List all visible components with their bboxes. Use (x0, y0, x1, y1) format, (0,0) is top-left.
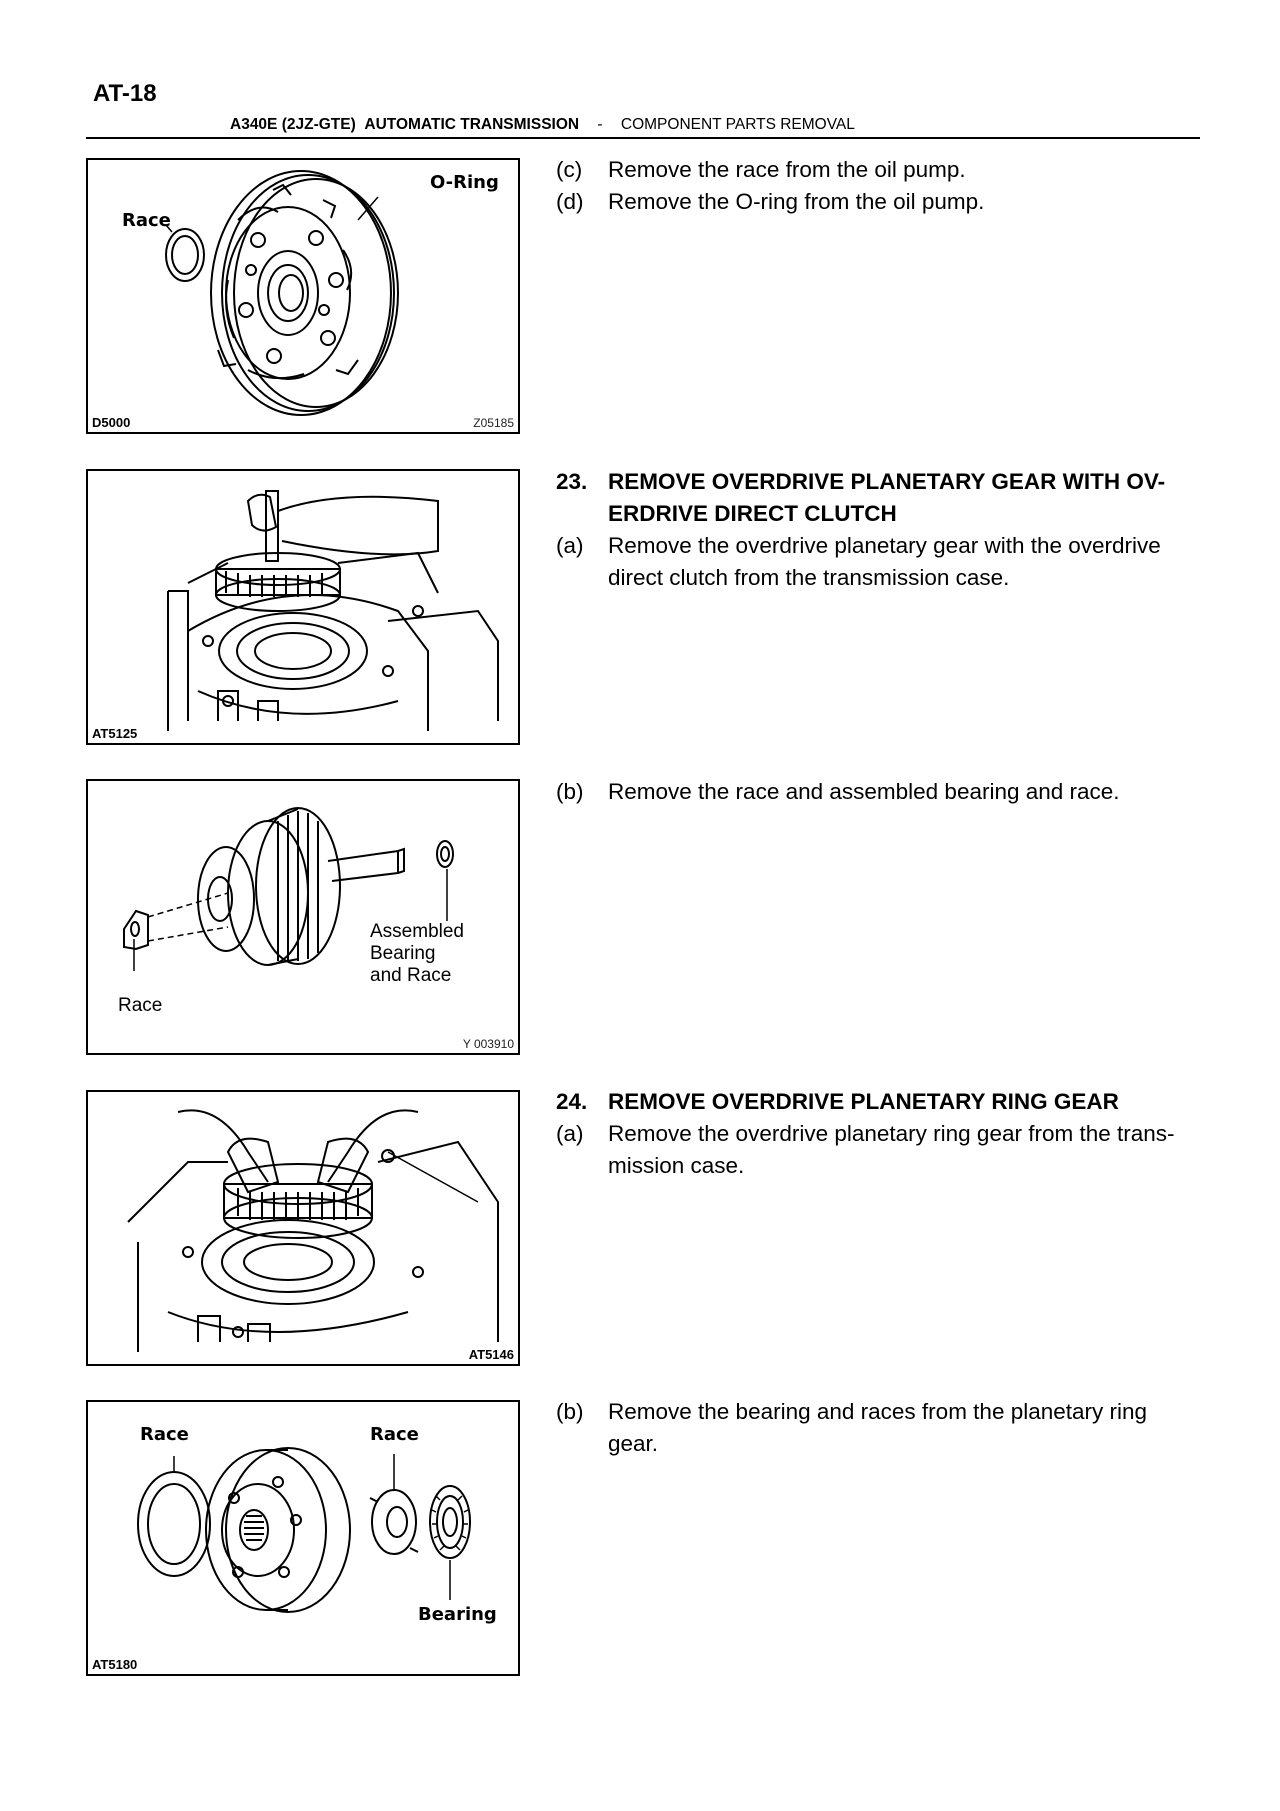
step-23a-line1: Remove the overdrive planetary gear with… (608, 533, 1161, 558)
step-23b-text: Remove the race and assembled bearing an… (608, 779, 1120, 804)
planetary-gear-removal-illustration (167, 490, 499, 731)
figure-code: AT5146 (468, 1347, 514, 1362)
step-23b-key: (b) (556, 779, 584, 804)
step-c-text: Remove the race from the oil pump. (608, 157, 966, 182)
figure-oil-pump: Race O-Ring D5000 Z05185 (86, 158, 520, 434)
steps-c-d: (c) Remove the race from the oil pump. (… (556, 154, 1204, 218)
header-section: COMPONENT PARTS REMOVAL (620, 116, 855, 133)
header-rule (86, 137, 1200, 139)
step-d: (d) Remove the O-ring from the oil pump. (556, 186, 1204, 218)
step-23-heading: 23. REMOVE OVERDRIVE PLANETARY GEAR WITH… (556, 466, 1204, 530)
figure-code-right: Z05185 (473, 416, 514, 430)
running-header: A340E (2JZ-GTE) AUTOMATIC TRANSMISSION -… (230, 116, 855, 134)
step-c: (c) Remove the race from the oil pump. (556, 154, 1204, 186)
step-24a-line2: mission case. (608, 1153, 745, 1178)
figure-ring-gear-bearing: Race Race Bearing AT5180 (86, 1400, 520, 1676)
figure-code-right: Y 003910 (462, 1037, 514, 1051)
ring-gear-bearing-illustration (137, 1447, 471, 1613)
step-23-title-line2: ERDRIVE DIRECT CLUTCH (608, 501, 897, 526)
step-24b-line2: gear. (608, 1431, 659, 1456)
label-race: Race (122, 210, 171, 231)
label-bearing: Bearing (418, 1604, 497, 1625)
step-d-key: (d) (556, 189, 584, 214)
step-24b-key: (b) (556, 1399, 584, 1424)
step-23-title: REMOVE OVERDRIVE PLANETARY GEAR WITH OV-… (608, 466, 1204, 530)
figure-code: AT5125 (92, 726, 138, 741)
race-and-bearing-illustration (123, 807, 454, 971)
header-separator: - (597, 116, 603, 133)
step-24a-text: Remove the overdrive planetary ring gear… (608, 1118, 1204, 1182)
label-race: Race (118, 995, 163, 1016)
page-number: AT-18 (93, 80, 157, 107)
step-23a: (a) Remove the overdrive planetary gear … (556, 530, 1204, 594)
step-23-title-line1: REMOVE OVERDRIVE PLANETARY GEAR WITH OV- (608, 469, 1166, 494)
label-race-left: Race (140, 1424, 189, 1445)
step-23-number: 23. (556, 469, 588, 494)
label-bearing: Bearing (370, 943, 436, 964)
step-23a-key: (a) (556, 533, 584, 558)
label-race-right: Race (370, 1424, 419, 1445)
step-23b: (b) Remove the race and assembled bearin… (556, 776, 1204, 808)
step-c-key: (c) (556, 157, 583, 182)
step-24-heading: 24. REMOVE OVERDRIVE PLANETARY RING GEAR (556, 1086, 1204, 1118)
step-24-number: 24. (556, 1089, 588, 1114)
step-24b-row: (b) Remove the bearing and races from th… (556, 1396, 1204, 1460)
step-24: 24. REMOVE OVERDRIVE PLANETARY RING GEAR… (556, 1086, 1204, 1182)
step-24-title: REMOVE OVERDRIVE PLANETARY RING GEAR (608, 1089, 1119, 1114)
step-24b-line1: Remove the bearing and races from the pl… (608, 1399, 1148, 1424)
figure-code: D5000 (92, 415, 131, 430)
header-system: AUTOMATIC TRANSMISSION (364, 116, 580, 133)
label-assembled: Assembled (370, 921, 464, 942)
figure-code: AT5180 (92, 1657, 138, 1672)
step-23a-line2: direct clutch from the transmission case… (608, 565, 1010, 590)
label-and-race: and Race (370, 965, 452, 986)
step-24b: (b) Remove the bearing and races from th… (556, 1396, 1204, 1460)
step-24a-line1: Remove the overdrive planetary ring gear… (608, 1121, 1175, 1146)
ring-gear-removal-illustration (127, 1109, 499, 1352)
figure-race-and-bearing: Assembled Bearing and Race Race Y 003910 (86, 779, 520, 1055)
step-d-text: Remove the O-ring from the oil pump. (608, 189, 985, 214)
figure-ring-gear-removal: AT5146 (86, 1090, 520, 1366)
label-o-ring: O-Ring (430, 172, 499, 193)
step-24a: (a) Remove the overdrive planetary ring … (556, 1118, 1204, 1182)
step-24a-key: (a) (556, 1121, 584, 1146)
header-model: A340E (2JZ-GTE) (230, 116, 356, 133)
figure-planetary-gear-removal: AT5125 (86, 469, 520, 745)
oil-pump-illustration (165, 170, 399, 416)
step-23b-row: (b) Remove the race and assembled bearin… (556, 776, 1204, 808)
step-23a-text: Remove the overdrive planetary gear with… (608, 530, 1204, 594)
step-23: 23. REMOVE OVERDRIVE PLANETARY GEAR WITH… (556, 466, 1204, 594)
step-24b-text: Remove the bearing and races from the pl… (608, 1396, 1204, 1460)
